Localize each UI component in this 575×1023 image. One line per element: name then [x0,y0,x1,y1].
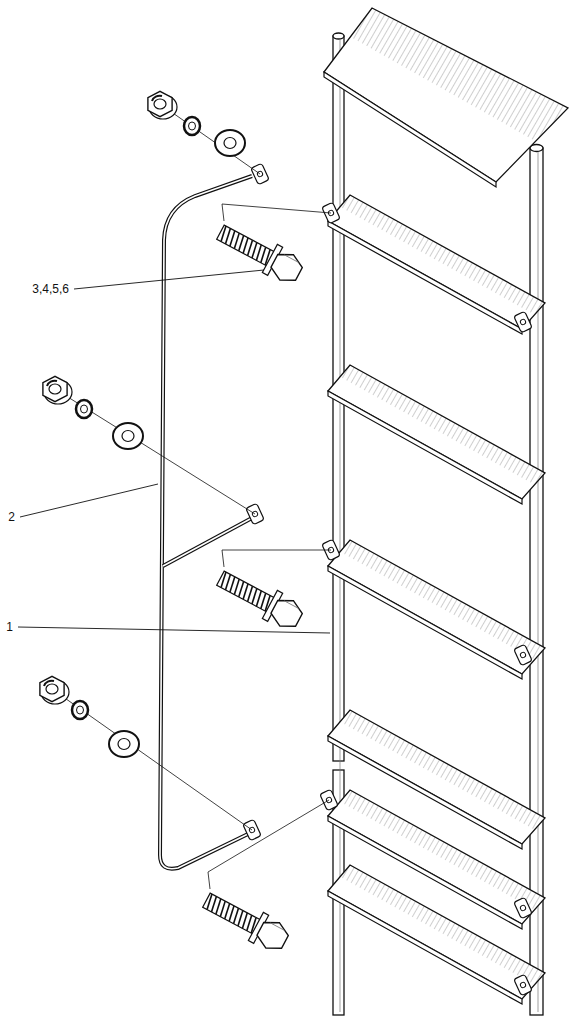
leader-lines [18,270,330,633]
step-plate [328,195,545,334]
leader-line [18,627,330,633]
step-plate [328,540,545,679]
callout-number: 1 [5,620,14,634]
callout-number: 2 [7,510,16,524]
step-plate [328,865,545,1004]
tab [514,644,532,665]
mounting-tabs [243,163,532,995]
tab [514,974,532,995]
fastener-set [43,376,331,634]
support-bracket [160,176,252,869]
right-rail [530,148,543,1015]
step-plate [324,8,568,187]
step-plate [328,365,545,504]
callout-number: 3,4,5,6 [31,282,70,296]
tab [514,897,532,918]
rail-end [333,33,344,39]
fastener-sets [40,91,331,956]
tab [514,311,532,332]
leader-line [20,484,158,517]
fastener-set [148,91,331,288]
leader-line [74,270,264,289]
ladder-steps [324,8,568,1004]
fastener-set [40,676,329,956]
